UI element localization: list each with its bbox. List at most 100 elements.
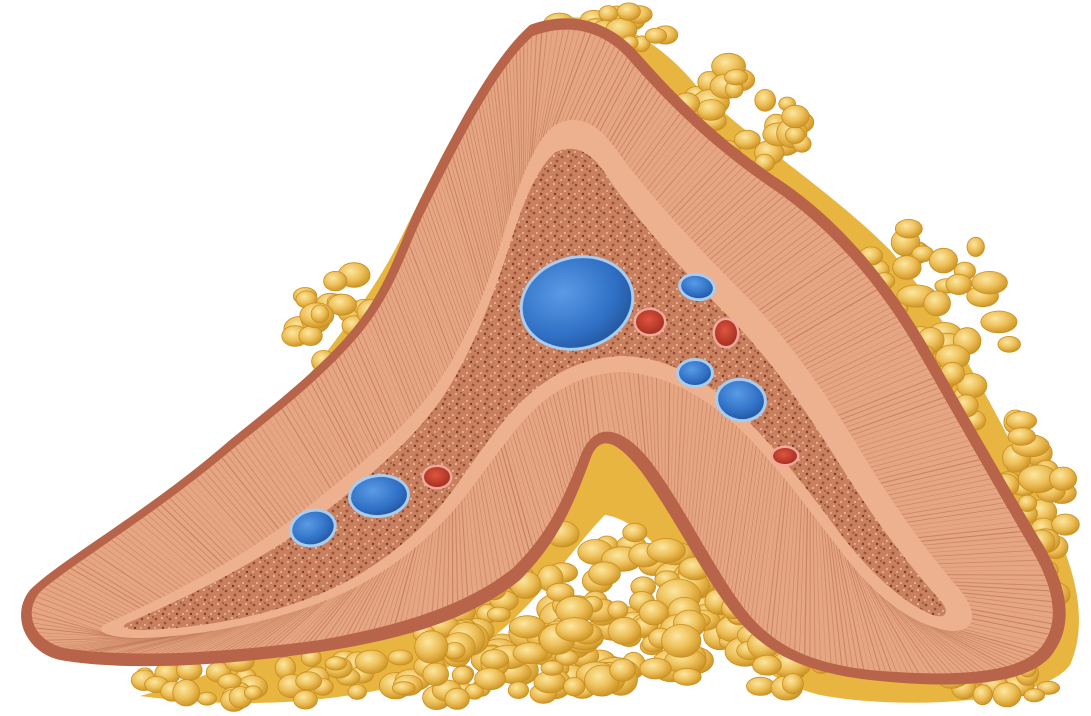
striation-line bbox=[800, 311, 894, 362]
fat-lobule bbox=[588, 561, 621, 586]
striation-line bbox=[696, 405, 712, 534]
striation-line bbox=[313, 586, 358, 642]
striation-line bbox=[370, 318, 412, 417]
fat-lobule bbox=[784, 126, 806, 145]
striation-line bbox=[470, 122, 499, 252]
striation-line bbox=[121, 632, 200, 654]
striation-line bbox=[707, 416, 727, 553]
striation-line bbox=[897, 608, 964, 673]
fat-lobule bbox=[1049, 466, 1078, 491]
fat-lobule bbox=[607, 616, 642, 645]
striation-line bbox=[385, 295, 428, 399]
fat-lobule bbox=[672, 667, 702, 686]
striation-line bbox=[237, 610, 296, 650]
striation-line bbox=[838, 548, 865, 670]
striation-line bbox=[111, 539, 179, 590]
striation-line bbox=[527, 415, 558, 510]
fat-lobule bbox=[172, 679, 201, 707]
striation-line bbox=[600, 374, 610, 432]
striation-line bbox=[243, 439, 299, 516]
fat-lobule bbox=[733, 129, 761, 150]
striation-line bbox=[388, 290, 430, 395]
vein bbox=[519, 255, 635, 351]
striation-line bbox=[72, 636, 158, 650]
striation-line bbox=[935, 555, 1035, 561]
striation-line bbox=[646, 375, 654, 465]
striation-line bbox=[859, 574, 903, 673]
artery bbox=[421, 464, 453, 490]
striation-line bbox=[762, 474, 782, 629]
striation-line bbox=[890, 603, 953, 674]
striation-line bbox=[256, 429, 309, 507]
striation-line bbox=[373, 558, 401, 630]
striation-line bbox=[213, 464, 272, 535]
striation-line bbox=[872, 587, 925, 674]
striation-line bbox=[898, 492, 999, 511]
striation-line bbox=[606, 73, 643, 138]
fat-lobule bbox=[354, 649, 389, 674]
striation-line bbox=[545, 29, 576, 134]
striation-line bbox=[79, 561, 149, 605]
striation-line bbox=[752, 243, 838, 304]
striation-line bbox=[434, 190, 476, 313]
striation-line bbox=[809, 325, 903, 373]
striation-line bbox=[88, 635, 172, 652]
striation-line bbox=[967, 600, 1053, 614]
striation-line bbox=[865, 580, 914, 674]
striation-line bbox=[83, 636, 167, 651]
striation-line bbox=[938, 559, 1038, 565]
striation-line bbox=[505, 66, 517, 198]
striation-line bbox=[882, 597, 942, 674]
striation-line bbox=[487, 93, 508, 225]
striation-line bbox=[454, 507, 459, 602]
striation-line bbox=[32, 606, 102, 632]
striation-line bbox=[786, 289, 878, 344]
striation-line bbox=[497, 451, 526, 555]
striation-line bbox=[447, 166, 486, 292]
striation-line bbox=[489, 463, 515, 568]
striation-line bbox=[286, 596, 336, 645]
striation-line bbox=[160, 504, 224, 565]
striation-line bbox=[724, 435, 748, 582]
striation-line bbox=[341, 574, 378, 637]
striation-line bbox=[335, 577, 374, 638]
striation-line bbox=[500, 447, 530, 551]
striation-line bbox=[133, 523, 199, 579]
striation-line bbox=[165, 501, 228, 563]
striation-line bbox=[238, 443, 295, 519]
striation-line bbox=[138, 630, 214, 654]
striation-line bbox=[380, 305, 421, 406]
striation-line bbox=[264, 422, 317, 501]
striation-line bbox=[357, 567, 390, 633]
striation-line bbox=[673, 386, 679, 497]
striation-line bbox=[454, 151, 490, 278]
striation-line bbox=[444, 170, 484, 296]
striation-line bbox=[417, 225, 463, 343]
striation-line bbox=[515, 53, 521, 184]
striation-line bbox=[775, 485, 791, 640]
striation-line bbox=[39, 591, 111, 623]
striation-line bbox=[51, 637, 139, 644]
striation-line bbox=[515, 429, 547, 529]
striation-line bbox=[169, 497, 232, 561]
striation-line bbox=[431, 525, 441, 612]
striation-line bbox=[142, 517, 208, 575]
striation-line bbox=[187, 484, 248, 551]
striation-line bbox=[875, 590, 931, 674]
striation-line bbox=[234, 446, 291, 521]
fat-lobule bbox=[323, 271, 348, 292]
striation-line bbox=[890, 478, 991, 500]
striation-line bbox=[462, 136, 495, 265]
striation-line bbox=[680, 167, 744, 229]
striation-line bbox=[532, 31, 548, 154]
striation-line bbox=[409, 245, 454, 360]
striation-line bbox=[693, 180, 762, 243]
fat-lobule bbox=[661, 624, 702, 658]
striation-line bbox=[677, 163, 740, 226]
striation-line bbox=[595, 61, 632, 129]
striation-line bbox=[394, 547, 416, 624]
striation-line bbox=[292, 594, 340, 644]
striation-line bbox=[719, 206, 798, 271]
striation-line bbox=[833, 368, 928, 408]
striation-line bbox=[481, 103, 505, 234]
